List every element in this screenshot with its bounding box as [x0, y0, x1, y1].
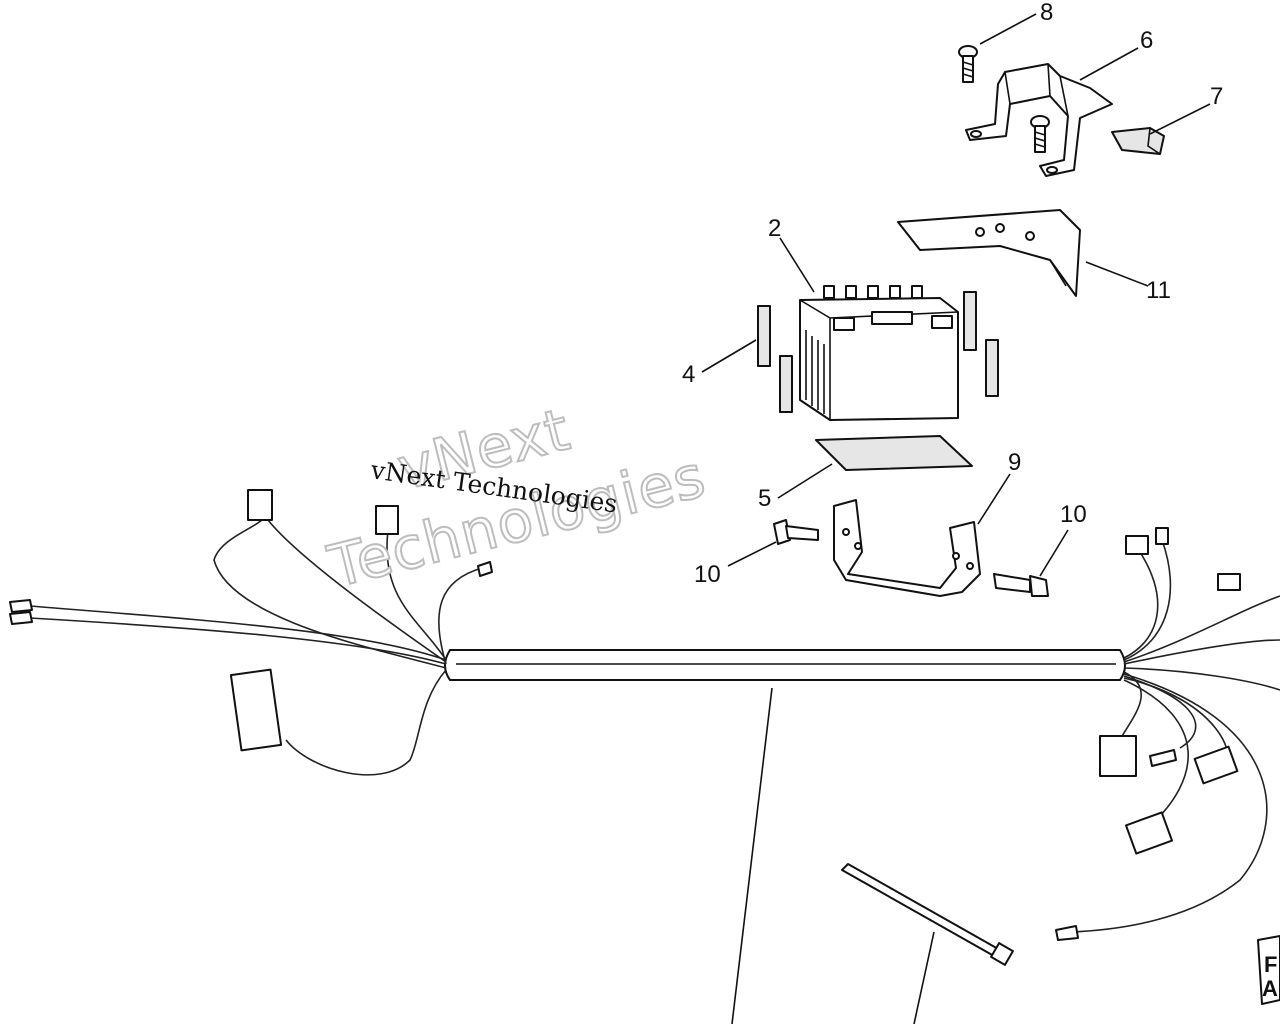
callout-4: 4 — [682, 361, 695, 388]
mounting-plate — [897, 209, 1081, 297]
callout-7: 7 — [1210, 83, 1223, 110]
battery-strap — [833, 499, 981, 597]
svg-text:A: A — [1262, 976, 1278, 1001]
callout-5: 5 — [758, 485, 771, 512]
corner-label-box: F A — [1257, 935, 1280, 1005]
callout-9: 9 — [1008, 449, 1021, 476]
callout-11: 11 — [1146, 277, 1171, 304]
bolt-left — [773, 519, 819, 545]
battery — [799, 285, 959, 421]
svg-text:F: F — [1264, 952, 1277, 977]
spacer-blocks — [757, 291, 999, 413]
wiring-harness — [9, 489, 1280, 941]
pad — [1111, 127, 1165, 155]
battery-caps — [823, 285, 923, 299]
callout-2: 2 — [768, 215, 781, 242]
hold-down-bracket — [965, 63, 1113, 177]
battery-pad — [815, 435, 973, 471]
bolt-right-with-nut — [993, 573, 1049, 597]
callout-8: 8 — [1040, 0, 1053, 26]
callout-10-right: 10 — [1060, 501, 1087, 528]
callout-10-left: 10 — [694, 561, 721, 588]
screw-upper — [958, 45, 978, 83]
screw-lower — [1030, 115, 1050, 153]
callout-6: 6 — [1140, 27, 1153, 54]
cable-tie — [841, 863, 1014, 966]
leader-lines — [701, 13, 1211, 1024]
